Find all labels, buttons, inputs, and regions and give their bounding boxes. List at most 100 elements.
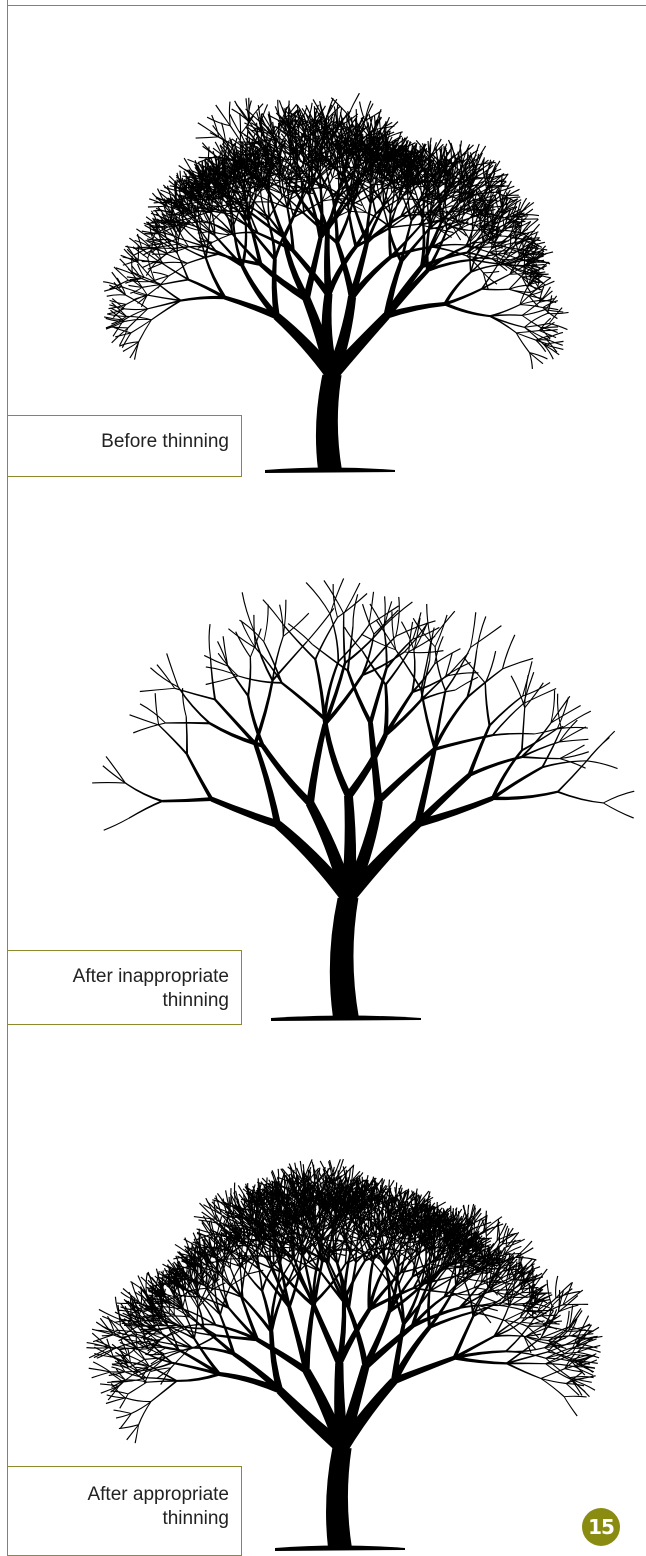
tree-branch [263, 604, 268, 641]
tree-branch [352, 594, 358, 626]
tree-branch [123, 260, 139, 266]
tree-branch [210, 657, 216, 700]
tree-branch [106, 756, 126, 783]
tree-branch [520, 300, 541, 305]
tree-before-thinning-illustration [8, 10, 646, 480]
tree-branch [153, 272, 169, 277]
tree-branch [140, 688, 175, 692]
tree-branch [253, 680, 273, 744]
tree-branch [523, 688, 556, 704]
tree-branch [156, 664, 175, 688]
label-before-thinning: Before thinning [8, 415, 242, 477]
panel-after-appropriate-thinning: After appropriate thinning [8, 1060, 646, 1556]
tree-branch [209, 624, 211, 657]
tree-branch [86, 1347, 108, 1349]
tree-branch [125, 295, 148, 310]
tree-branch [326, 1448, 352, 1548]
tree-branch [129, 714, 158, 725]
tree-branch [330, 578, 345, 614]
tree-branch [303, 1303, 315, 1371]
tree-branch [131, 1401, 151, 1414]
tree-branch [148, 300, 181, 310]
frame-top-rule [7, 5, 646, 6]
tree-branch [103, 818, 129, 831]
tree-after-inappropriate-thinning-illustration [8, 500, 646, 1025]
tree-branch [420, 689, 436, 748]
tree-branch [323, 674, 363, 725]
tree-branch [211, 797, 279, 828]
tree-branch [129, 341, 139, 358]
tree-branch [218, 653, 239, 676]
tree-branch [124, 308, 148, 320]
tree-branch [242, 592, 254, 630]
tree-branch [151, 300, 181, 321]
tree-branch [92, 782, 125, 784]
tree-branch [187, 253, 218, 264]
label-line: thinning [20, 989, 229, 1013]
tree-branch [166, 653, 179, 687]
tree-branch [181, 296, 225, 302]
tree-branch [557, 791, 603, 804]
tree-branch [411, 650, 415, 692]
label-line: Before thinning [20, 430, 229, 454]
tree-branch [125, 782, 163, 802]
tree-branch [541, 729, 562, 768]
tree-branch [222, 636, 228, 666]
tree-branch [561, 711, 591, 730]
panel-before-thinning: Before thinning [8, 10, 646, 480]
tree-branch [517, 218, 538, 220]
tree-branch [91, 1371, 110, 1378]
tree-branch [119, 1394, 128, 1409]
tree-branch [502, 658, 533, 670]
tree-branch [114, 267, 129, 281]
tree-branch [485, 683, 491, 726]
tree-branch [482, 288, 509, 290]
tree-branch [323, 718, 352, 797]
tree-branch [229, 114, 241, 134]
tree-branch [586, 760, 617, 769]
label-line: After inappropriate [20, 965, 229, 989]
tree-branch [603, 791, 634, 804]
tree-branch [186, 754, 213, 800]
tree-branch [206, 675, 239, 685]
tree-branch [125, 1397, 151, 1402]
tree-branch [107, 294, 126, 297]
tree-branch [228, 628, 256, 648]
label-after-inappropriate-thinning: After inappropriate thinning [8, 950, 242, 1025]
tree-branch [539, 322, 555, 331]
tree-branch [383, 685, 388, 735]
tree-branch [470, 612, 476, 647]
tree-branch [128, 1382, 147, 1395]
tree-branch [162, 797, 211, 802]
tree-branch [348, 93, 360, 116]
tree-branch [529, 352, 547, 359]
tree-branch [395, 650, 422, 690]
tree-branch [591, 731, 615, 757]
tree-branch [470, 217, 473, 242]
tree-branch [151, 1380, 178, 1402]
tree-branch [502, 635, 515, 670]
tree-branch [129, 800, 163, 818]
tree-branch [306, 582, 331, 614]
tree-branch [603, 802, 634, 818]
tree-branch [493, 733, 535, 736]
tree-branch [283, 613, 309, 637]
tree-branch [229, 102, 231, 126]
tree-branch [542, 760, 587, 768]
tree-branch [521, 723, 551, 758]
tree-branch [215, 105, 230, 126]
tree-branch [382, 601, 413, 628]
tree-branch [522, 756, 560, 759]
tree-branch [520, 304, 543, 308]
tree-branch [125, 319, 152, 322]
tree-branch [455, 677, 478, 691]
tree-branch [316, 375, 342, 470]
tree-branch [227, 666, 249, 697]
tree-branch [395, 597, 400, 636]
tree-branch [518, 214, 539, 216]
tree-branch [560, 751, 589, 759]
tree-branch [281, 682, 326, 720]
tree-branch [420, 640, 431, 689]
tree-branch [343, 583, 360, 614]
tree-branch [272, 259, 280, 316]
